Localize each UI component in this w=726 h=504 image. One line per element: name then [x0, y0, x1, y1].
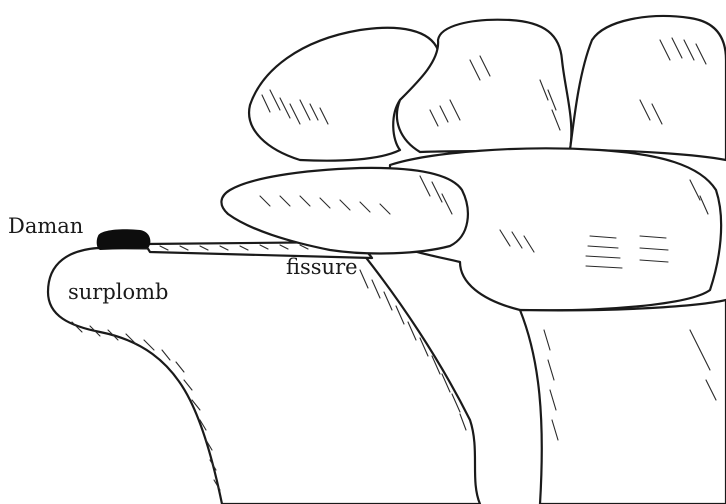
daman-label: Daman [8, 216, 83, 237]
daman-marker [97, 229, 151, 250]
overhang-label: surplomb [68, 282, 169, 303]
rock-column [520, 300, 726, 504]
boulder-right-rear [570, 16, 726, 160]
fissure-label: fissure [286, 257, 358, 278]
slab-middle [221, 168, 467, 254]
